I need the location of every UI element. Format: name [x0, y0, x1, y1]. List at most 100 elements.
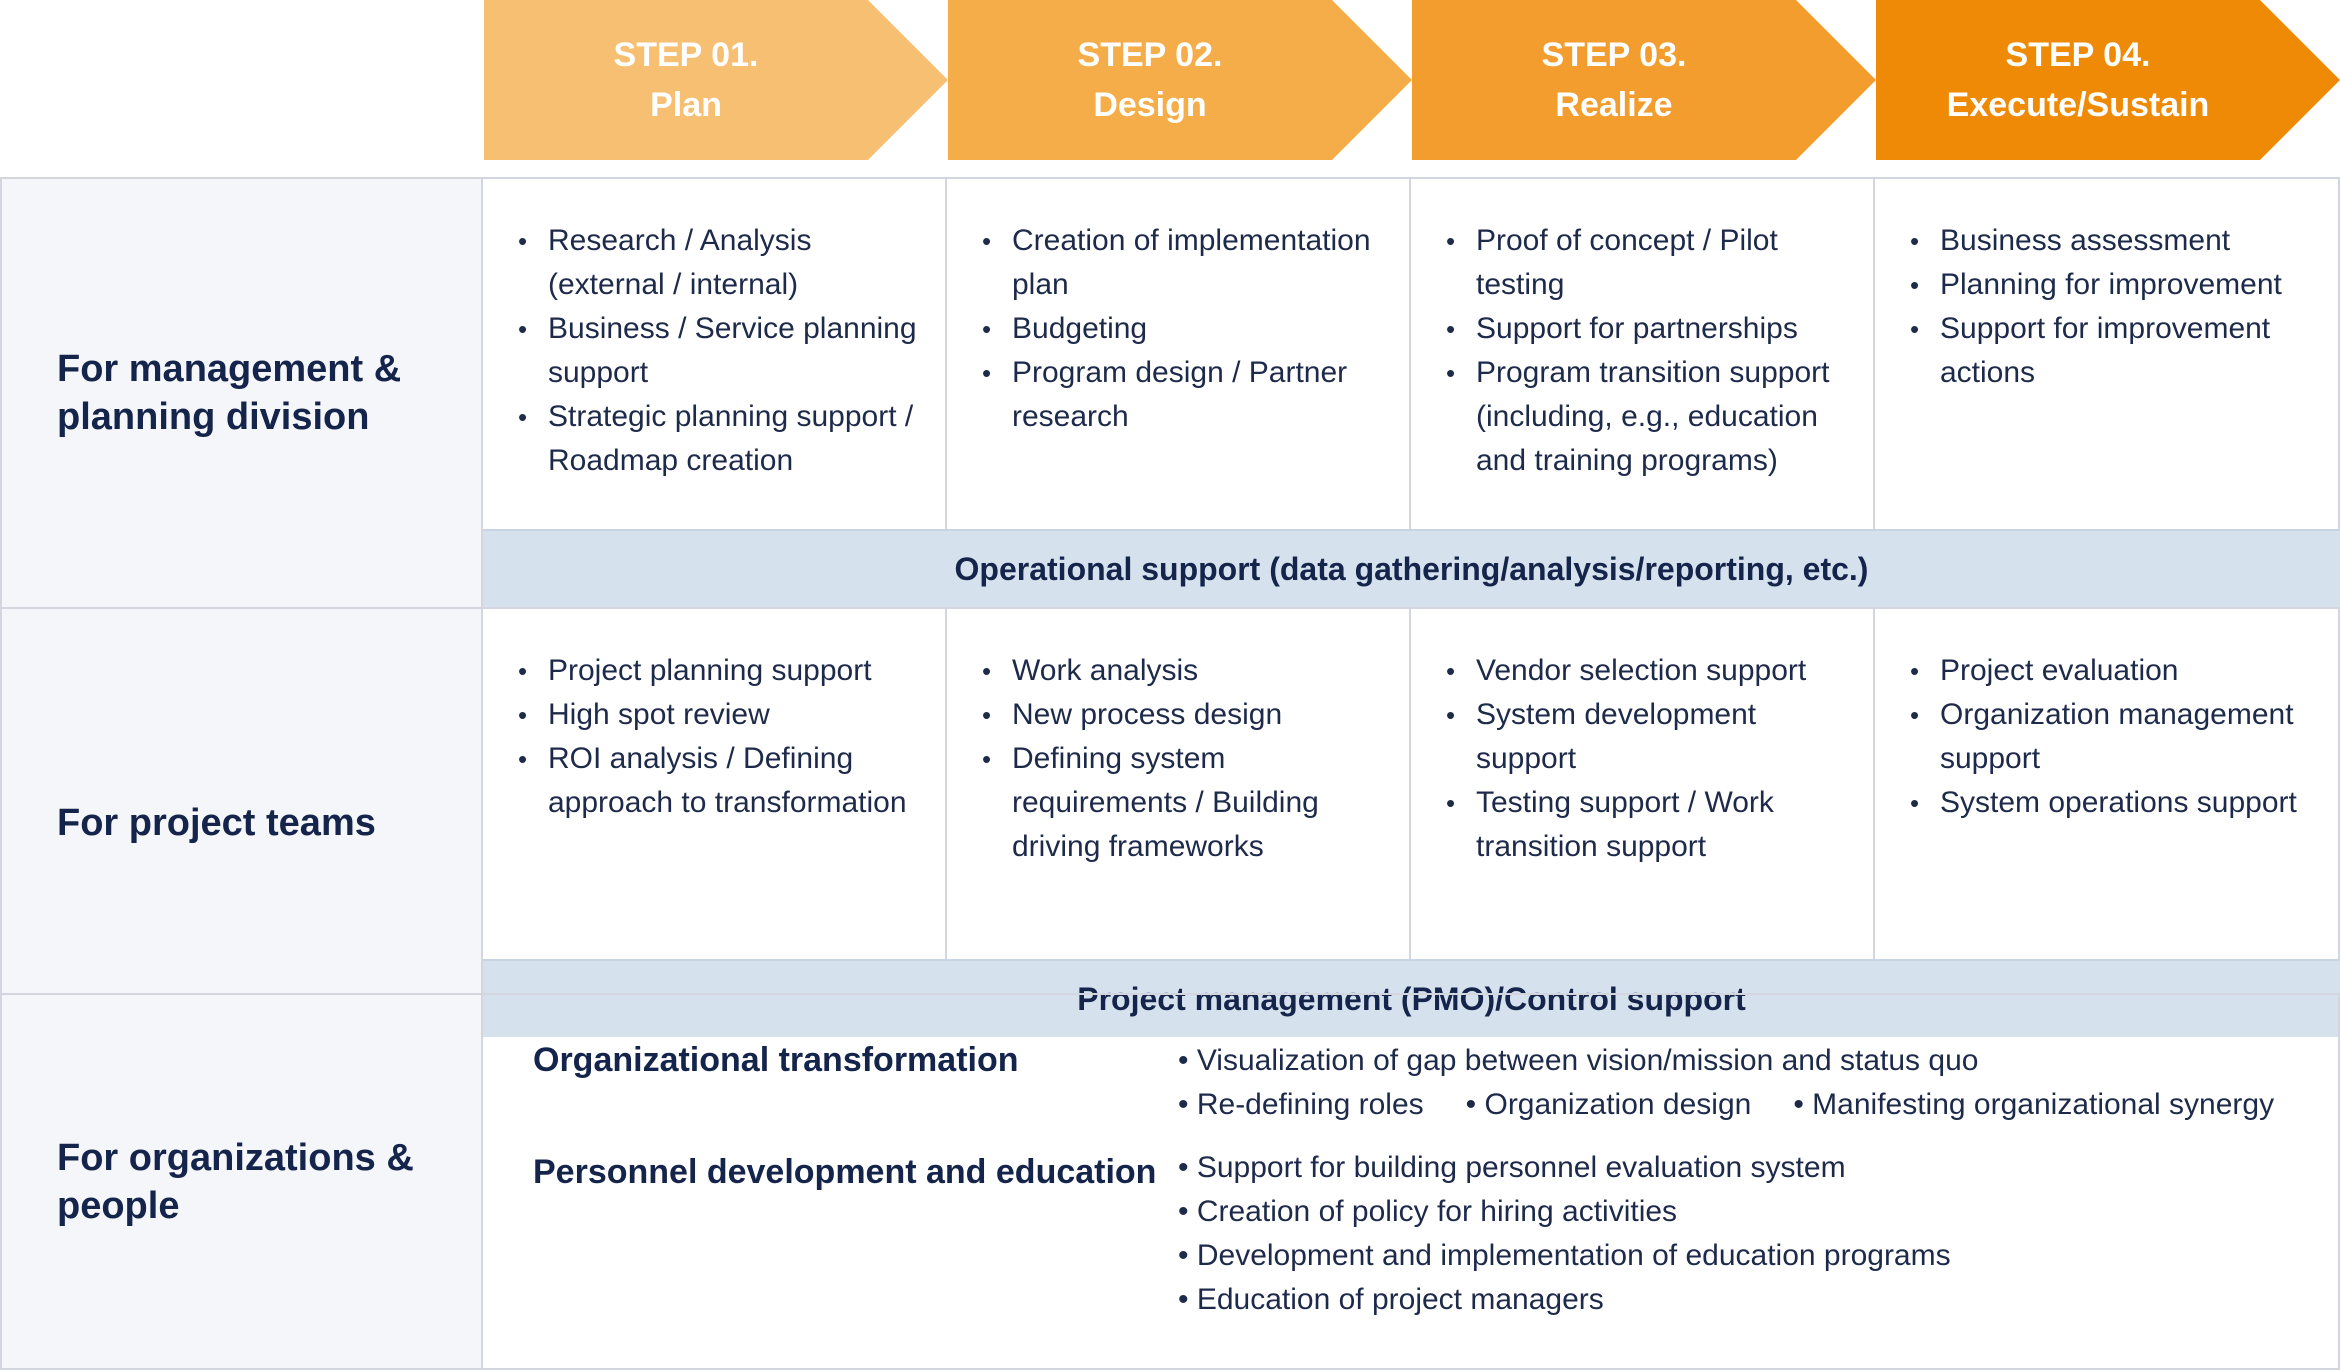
bullet-list: Research / Analysis (external / internal…: [518, 219, 925, 483]
list-item: Vendor selection support: [1446, 649, 1853, 693]
org-item: • Manifesting organizational synergy: [1793, 1088, 2275, 1121]
list-item: Research / Analysis (external / internal…: [518, 219, 925, 307]
org-cell: Organizational transformation • Visualiza…: [483, 993, 2340, 1370]
bullet-list: Business assessmentPlanning for improvem…: [1910, 219, 2318, 395]
step-chevron-4: [1876, 0, 2340, 160]
list-item: Defining system requirements / Building …: [982, 737, 1389, 869]
step-chevron-3: [1412, 0, 1876, 160]
support-band: Operational support (data gathering/anal…: [483, 529, 2340, 607]
row-label-text: For management & planning division: [57, 348, 402, 438]
bullet-list: Creation of implementation planBudgeting…: [982, 219, 1389, 439]
bullet-list: Project evaluationOrganization managemen…: [1910, 649, 2318, 825]
org-item-text: Re-defining roles: [1196, 1088, 1424, 1121]
step-name: Design: [1093, 86, 1207, 124]
list-item: Program design / Partner research: [982, 351, 1389, 439]
step-chevron-shape: [1412, 0, 1876, 160]
step-2: STEP 02. Design: [948, 0, 1412, 160]
step-4: STEP 04. Execute/Sustain: [1876, 0, 2340, 160]
step-chevron-1: [484, 0, 948, 160]
org-item: • Visualization of gap between vision/mi…: [1178, 1044, 1979, 1077]
service-grid: For management & planning division Resear…: [0, 177, 2340, 1370]
list-item: System development support: [1446, 693, 1853, 781]
step-number: STEP 04.: [2005, 36, 2151, 74]
step-number: STEP 02.: [1077, 36, 1223, 74]
org-item-text: Creation of policy for hiring activities: [1196, 1195, 1678, 1228]
list-item: Support for improvement actions: [1910, 307, 2318, 395]
list-item: Budgeting: [982, 307, 1389, 351]
list-item: Planning for improvement: [1910, 263, 2318, 307]
list-item: Testing support / Work transition suppor…: [1446, 781, 1853, 869]
step-label: STEP 04. Execute/Sustain: [1876, 0, 2280, 160]
org-group-list: • Support for building personnel evaluat…: [1178, 1146, 1993, 1322]
org-line: • Re-defining roles• Organization design…: [1178, 1083, 2316, 1127]
bullet-list: Work analysisNew process designDefining …: [982, 649, 1389, 869]
step-chevron-2: [948, 0, 1412, 160]
step-1: STEP 01. Plan: [484, 0, 948, 160]
step-name: Plan: [650, 86, 722, 124]
list-item: System operations support: [1910, 781, 2318, 825]
list-item: High spot review: [518, 693, 925, 737]
cell-row1-step3: Proof of concept / Pilot testingSupport …: [1411, 177, 1875, 529]
org-group-title: Organizational transformation: [533, 1041, 1019, 1079]
bullet-list: Vendor selection supportSystem developme…: [1446, 649, 1853, 869]
step-number: STEP 03.: [1541, 36, 1687, 74]
org-group-list: • Visualization of gap between vision/mi…: [1178, 1039, 2316, 1127]
bullet-list: Project planning supportHigh spot review…: [518, 649, 925, 825]
list-item: Project evaluation: [1910, 649, 2318, 693]
row-label-text: For project teams: [57, 802, 376, 844]
step-chevron-shape: [1876, 0, 2340, 160]
step-number: STEP 01.: [613, 36, 759, 74]
org-item: • Education of project managers: [1178, 1283, 1604, 1316]
step-label: STEP 02. Design: [948, 0, 1352, 160]
list-item: Proof of concept / Pilot testing: [1446, 219, 1853, 307]
org-item: • Support for building personnel evaluat…: [1178, 1151, 1846, 1184]
list-item: Business / Service planning support: [518, 307, 925, 395]
org-item-text: Manifesting organizational synergy: [1812, 1088, 2275, 1121]
bullet-list: Proof of concept / Pilot testingSupport …: [1446, 219, 1853, 483]
step-chevron-shape: [948, 0, 1412, 160]
org-item-text: Education of project managers: [1196, 1283, 1604, 1316]
list-item: Work analysis: [982, 649, 1389, 693]
org-line: • Visualization of gap between vision/mi…: [1178, 1039, 2316, 1083]
step-chevron-shape: [484, 0, 948, 160]
org-item-text: Support for building personnel evaluatio…: [1196, 1151, 1846, 1184]
step-label: STEP 03. Realize: [1412, 0, 1816, 160]
org-item: • Creation of policy for hiring activiti…: [1178, 1195, 1678, 1228]
list-item: Organization management support: [1910, 693, 2318, 781]
cell-row1-step2: Creation of implementation planBudgeting…: [947, 177, 1411, 529]
list-item: Creation of implementation plan: [982, 219, 1389, 307]
org-item: • Development and implementation of educ…: [1178, 1239, 1951, 1272]
cell-row2-step3: Vendor selection supportSystem developme…: [1411, 607, 1875, 959]
cell-row2-step1: Project planning supportHigh spot review…: [483, 607, 947, 959]
org-item-text: Organization design: [1484, 1088, 1752, 1121]
org-group-title: Personnel development and education: [533, 1153, 1157, 1191]
row-label-2: For project teams: [0, 607, 483, 1037]
org-line: • Education of project managers: [1178, 1278, 1993, 1322]
org-item-text: Visualization of gap between vision/miss…: [1196, 1044, 1979, 1077]
step-label: STEP 01. Plan: [484, 0, 888, 160]
list-item: Program transition support (including, e…: [1446, 351, 1853, 483]
org-item: • Organization design: [1465, 1088, 1752, 1121]
row-label-text: For organizations & people: [57, 1136, 414, 1227]
cell-row2-step4: Project evaluationOrganization managemen…: [1875, 607, 2340, 959]
org-line: • Development and implementation of educ…: [1178, 1234, 1993, 1278]
row-label-3: For organizations & people: [0, 993, 483, 1370]
row-label-1: For management & planning division: [0, 177, 483, 607]
step-header: STEP 01. Plan STEP 02. Design STEP 03. Realiz…: [0, 0, 2340, 160]
org-line: • Support for building personnel evaluat…: [1178, 1146, 1993, 1190]
cell-row1-step1: Research / Analysis (external / internal…: [483, 177, 947, 529]
list-item: New process design: [982, 693, 1389, 737]
list-item: Business assessment: [1910, 219, 2318, 263]
cell-row2-step2: Work analysisNew process designDefining …: [947, 607, 1411, 959]
step-name: Realize: [1555, 86, 1673, 124]
step-3: STEP 03. Realize: [1412, 0, 1876, 160]
list-item: Support for partnerships: [1446, 307, 1853, 351]
list-item: Project planning support: [518, 649, 925, 693]
org-line: • Creation of policy for hiring activiti…: [1178, 1190, 1993, 1234]
org-item-text: Development and implementation of educat…: [1196, 1239, 1951, 1272]
step-name: Execute/Sustain: [1946, 86, 2210, 124]
support-band: Project management (PMO)/Control support: [483, 959, 2340, 1037]
list-item: Strategic planning support / Roadmap cre…: [518, 395, 925, 483]
list-item: ROI analysis / Defining approach to tran…: [518, 737, 925, 825]
cell-row1-step4: Business assessmentPlanning for improvem…: [1875, 177, 2340, 529]
